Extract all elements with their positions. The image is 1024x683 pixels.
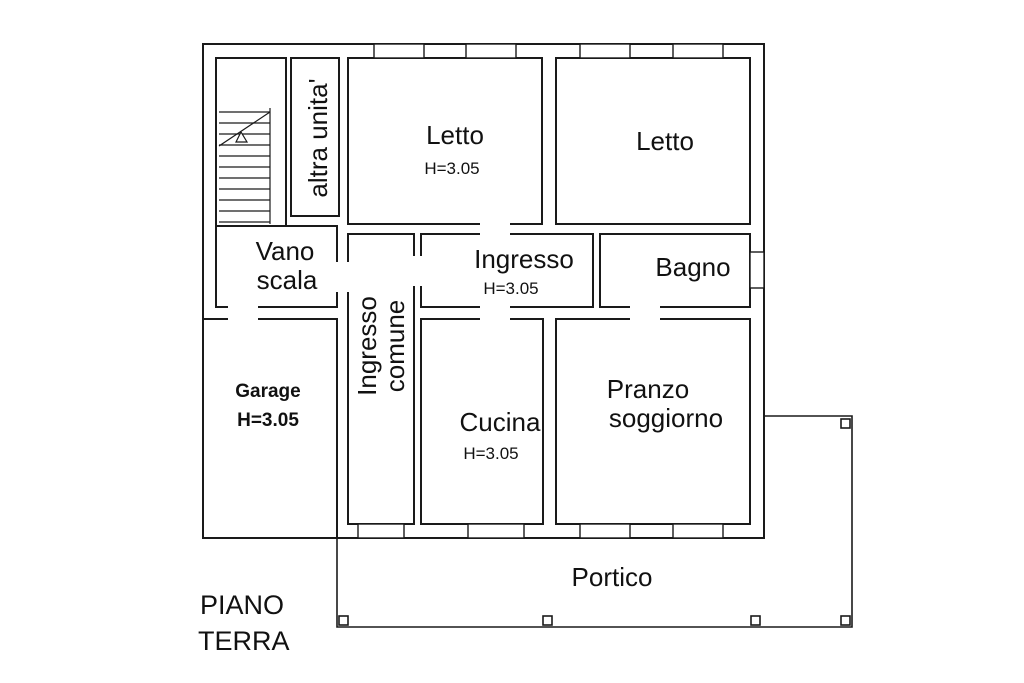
window — [467, 523, 525, 539]
letto-right-room — [555, 57, 751, 225]
stair-room — [215, 57, 287, 227]
ingresso-label: Ingresso — [474, 244, 574, 274]
pranzo-label-line2: soggiorno — [609, 403, 723, 433]
ingresso-comune-label-line2: comune — [380, 300, 410, 393]
door-openings — [228, 222, 660, 321]
portico-post — [750, 615, 761, 626]
letto-left-height: H=3.05 — [424, 159, 479, 178]
window — [465, 43, 517, 59]
stair-direction-arrow — [235, 130, 249, 143]
vano-scala-room — [215, 225, 338, 308]
floor-title-line1: PIANO — [200, 590, 284, 620]
window — [672, 43, 724, 59]
portico-label: Portico — [572, 562, 653, 592]
window — [672, 523, 724, 539]
portico-post — [338, 615, 349, 626]
window — [579, 523, 631, 539]
stair-treads — [218, 108, 271, 224]
ingresso-comune-label-line1: Ingresso — [352, 296, 382, 396]
letto-left-room — [347, 57, 543, 225]
window — [749, 251, 765, 289]
ingresso-height: H=3.05 — [483, 279, 538, 298]
garage-room — [202, 318, 338, 539]
vano-scala-label-line1: Vano — [256, 236, 315, 266]
letto-right-label: Letto — [636, 126, 694, 156]
vano-scala-label-line2: scala — [257, 265, 318, 295]
portico-post — [542, 615, 553, 626]
cucina-label: Cucina — [460, 407, 541, 437]
window — [579, 43, 631, 59]
bagno-label: Bagno — [655, 252, 730, 282]
garage-label: Garage — [235, 381, 300, 402]
pranzo-room — [555, 318, 751, 525]
garage-height: H=3.05 — [237, 410, 299, 431]
ingresso-comune-room — [347, 233, 415, 525]
altra-unita-room — [290, 57, 340, 217]
portico-outline — [336, 415, 853, 628]
portico-post — [840, 615, 851, 626]
window — [373, 43, 425, 59]
floor-title-line2: TERRA — [198, 626, 290, 656]
bagno-room — [599, 233, 751, 308]
altra-unita-label: altra unita' — [303, 78, 333, 197]
window — [357, 523, 405, 539]
cucina-height: H=3.05 — [463, 444, 518, 463]
portico-post — [840, 418, 851, 429]
pranzo-label-line1: Pranzo — [607, 374, 689, 404]
letto-left-label: Letto — [426, 120, 484, 150]
